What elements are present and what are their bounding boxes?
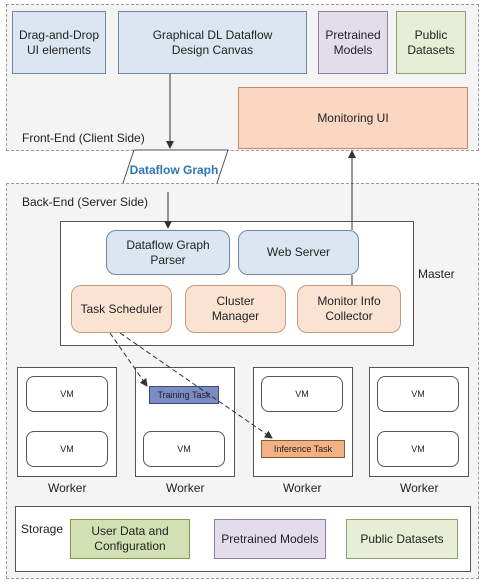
monitoring-ui-box: Monitoring UI xyxy=(238,87,468,149)
cluster-manager-box: Cluster Manager xyxy=(185,285,286,333)
storage-datasets-box: Public Datasets xyxy=(346,519,458,559)
drag-drop-box: Drag-and-Drop UI elements xyxy=(12,11,106,74)
worker-3-vm-top: VM xyxy=(261,376,343,412)
training-task-box: Training Task xyxy=(149,386,219,404)
monitor-collector-box: Monitor Info Collector xyxy=(297,285,401,333)
worker-4-vm-bottom: VM xyxy=(377,431,459,467)
worker-4-vm-top: VM xyxy=(377,376,459,412)
task-scheduler-box: Task Scheduler xyxy=(71,285,172,333)
front-end-label: Front-End (Client Side) xyxy=(22,131,145,145)
dataflow-parser-box: Dataflow Graph Parser xyxy=(106,230,230,275)
dataflow-graph-label: Dataflow Graph xyxy=(129,163,219,177)
storage-pretrained-box: Pretrained Models xyxy=(214,519,326,559)
master-label: Master xyxy=(418,267,455,281)
worker-2-label: Worker xyxy=(166,481,205,495)
design-canvas-box: Graphical DL Dataflow Design Canvas xyxy=(118,11,307,74)
worker-1-vm-bottom: VM xyxy=(26,431,108,467)
worker-4-label: Worker xyxy=(400,481,439,495)
back-end-label: Back-End (Server Side) xyxy=(22,195,149,209)
web-server-box: Web Server xyxy=(238,230,359,275)
public-datasets-box: Public Datasets xyxy=(396,11,466,74)
storage-label: Storage xyxy=(21,522,64,536)
worker-1-vm-top: VM xyxy=(26,376,108,412)
worker-2-vm-bottom: VM xyxy=(143,431,225,467)
worker-1-label: Worker xyxy=(48,481,87,495)
inference-task-box: Inference Task xyxy=(261,440,345,458)
worker-3-label: Worker xyxy=(283,481,322,495)
pretrained-models-box: Pretrained Models xyxy=(318,11,388,74)
storage-user-data-box: User Data and Configuration xyxy=(70,519,190,559)
